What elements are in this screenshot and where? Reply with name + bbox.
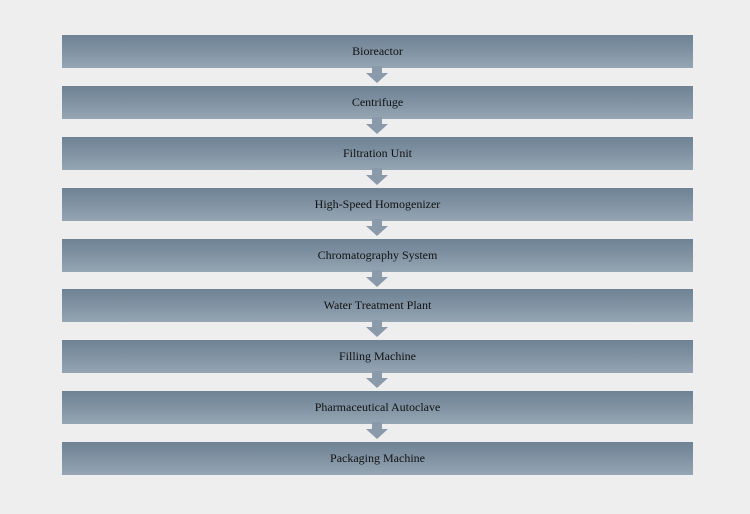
step-label: Centrifuge [351, 95, 404, 109]
step-pharmaceutical-autoclave: Pharmaceutical Autoclave [62, 391, 693, 424]
step-label: Chromatography System [317, 248, 438, 262]
down-arrow-icon [366, 168, 388, 185]
step-label: Bioreactor [352, 44, 403, 58]
down-arrow-icon [366, 66, 388, 83]
step-water-treatment-plant: Water Treatment Plant [62, 289, 693, 322]
step-label: Pharmaceutical Autoclave [314, 400, 441, 414]
down-arrow-icon [366, 422, 388, 439]
step-label: Water Treatment Plant [323, 298, 432, 312]
down-arrow-icon [366, 270, 388, 287]
down-arrow-icon [366, 320, 388, 337]
step-high-speed-homogenizer: High-Speed Homogenizer [62, 188, 693, 221]
down-arrow-icon [366, 117, 388, 134]
step-filling-machine: Filling Machine [62, 340, 693, 373]
down-arrow-icon [366, 371, 388, 388]
step-chromatography-system: Chromatography System [62, 239, 693, 272]
step-label: Filling Machine [339, 349, 416, 363]
step-label: Filtration Unit [343, 146, 412, 160]
step-filtration-unit: Filtration Unit [62, 137, 693, 170]
step-bioreactor: Bioreactor [62, 35, 693, 68]
step-packaging-machine: Packaging Machine [62, 442, 693, 475]
step-label: High-Speed Homogenizer [314, 197, 441, 211]
step-label: Packaging Machine [330, 451, 425, 465]
step-centrifuge: Centrifuge [62, 86, 693, 119]
down-arrow-icon [366, 219, 388, 236]
